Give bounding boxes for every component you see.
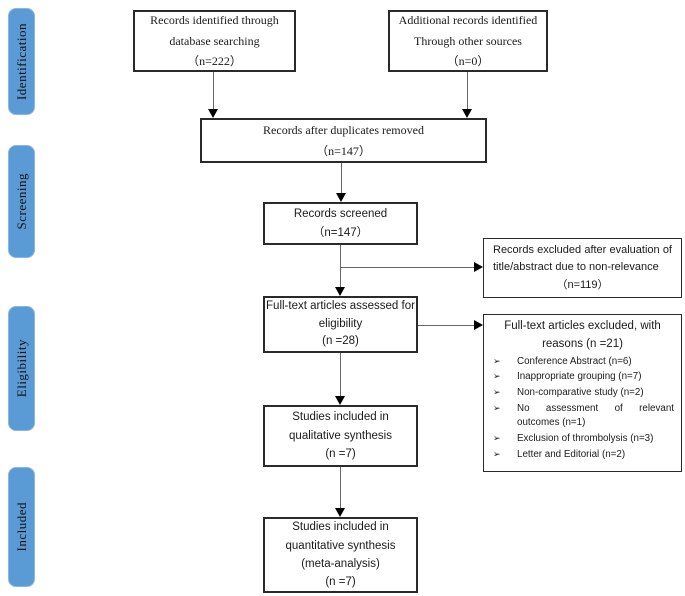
stage-label-screening: Screening (13, 173, 29, 230)
exclusion-reason-text: Exclusion of thrombolysis (n=3) (517, 433, 654, 445)
exclusion-reason-text: Inappropriate grouping (n=7) (517, 371, 642, 383)
connector-db-to-duplicates (213, 72, 214, 109)
box-count-line: （n=147） (312, 226, 369, 239)
arrow-bullet-icon: ➢ (493, 448, 501, 459)
box-text-line: Records screened (293, 207, 388, 220)
box-count-line: (n =7) (325, 448, 356, 461)
stage-label-eligibility: Eligibility (13, 339, 29, 398)
arrow-bullet-icon: ➢ (493, 402, 501, 413)
box-records-identified-database: Records identified through database sear… (133, 10, 296, 72)
connector-qualitative-to-quantitative (340, 467, 341, 508)
box-text-line: Additional records identified (398, 13, 538, 28)
box-fulltext-excluded: Full-text articles excluded, with reason… (483, 314, 682, 472)
box-count-line: （n=0） (446, 54, 490, 69)
exclusion-reason-item: ➢ Letter and Editorial (n=2) (490, 448, 675, 463)
arrowhead-right-icon (474, 262, 483, 272)
exclusion-reason-text: Conference Abstract (n=6) (517, 355, 632, 367)
arrow-bullet-icon: ➢ (493, 371, 501, 382)
connector-screened-to-excluded (340, 267, 474, 268)
connector-fulltext-to-qualitative (340, 353, 341, 396)
exclusion-reason-item: ➢ Exclusion of thrombolysis (n=3) (490, 432, 675, 447)
box-text-line: (meta-analysis) (301, 558, 380, 570)
stage-ribbon-included: Included (8, 467, 35, 587)
box-text-line: Through other sources (414, 33, 522, 48)
box-duplicates-removed: Records after duplicates removed （n=147） (200, 118, 487, 163)
exclusion-reason-item: ➢ Conference Abstract (n=6) (490, 355, 675, 370)
box-text-line: quantitative synthesis (285, 539, 396, 552)
box-qualitative-synthesis: Studies included in qualitative synthesi… (263, 405, 418, 467)
box-fulltext-assessed: Full-text articles assessed for eligibil… (263, 296, 418, 353)
box-title-line: Full-text articles excluded, with (504, 320, 661, 332)
arrowhead-down-icon (335, 508, 345, 517)
box-text-line: Full-text articles assessed for (266, 299, 415, 312)
arrowhead-down-icon (335, 396, 345, 405)
stage-label-identification: Identification (13, 22, 29, 101)
box-text-line: Records identified through (150, 13, 279, 28)
box-count-line: (n =7) (325, 576, 356, 589)
connector-duplicates-to-screened (341, 163, 342, 193)
exclusion-reason-text: Non-comparative study (n=2) (517, 387, 644, 398)
box-text-body: Records excluded after evaluation of tit… (493, 243, 672, 274)
box-title-line: reasons (n =21) (542, 337, 623, 350)
stage-label-included: Included (13, 502, 29, 552)
exclusion-reason-item: ➢ Inappropriate grouping (n=7) (490, 370, 675, 385)
box-quantitative-synthesis: Studies included in quantitative synthes… (263, 517, 418, 593)
arrowhead-down-icon (208, 109, 218, 118)
stage-ribbon-identification: Identification (8, 8, 35, 115)
box-count-line: （n=119） (556, 278, 609, 291)
box-text-line: Studies included in (292, 411, 389, 424)
stage-ribbon-screening: Screening (8, 145, 35, 258)
arrowhead-down-icon (336, 193, 346, 202)
arrowhead-down-icon (335, 287, 345, 296)
box-text-line: eligibility (318, 317, 363, 330)
arrow-bullet-icon: ➢ (493, 433, 501, 444)
box-records-screened: Records screened （n=147） (263, 202, 418, 245)
connector-fulltext-to-excluded (418, 325, 474, 326)
stage-ribbon-eligibility: Eligibility (8, 306, 35, 431)
exclusion-reason-item: ➢ No assessment of relevant outcomes (n=… (490, 402, 675, 431)
box-text-line: Studies included in (292, 521, 389, 534)
exclusion-reasons-list: ➢ Conference Abstract (n=6) ➢ Inappropri… (490, 354, 675, 464)
box-count-line: （n=147） (316, 143, 371, 158)
connector-other-to-duplicates (467, 72, 468, 109)
box-text-line: database searching (169, 33, 260, 48)
box-records-excluded: Records excluded after evaluation of tit… (483, 238, 682, 298)
arrowhead-right-icon (474, 320, 483, 330)
box-text-line: Records after duplicates removed (263, 123, 424, 138)
box-count-line: （n=222） (187, 54, 242, 69)
arrowhead-down-icon (462, 109, 472, 118)
box-additional-records: Additional records identified Through ot… (388, 10, 548, 72)
arrow-bullet-icon: ➢ (493, 387, 501, 397)
connector-screened-to-fulltext (340, 245, 341, 287)
exclusion-reason-item: ➢ Non-comparative study (n=2) (490, 386, 675, 401)
box-text-line: qualitative synthesis (289, 429, 392, 442)
box-count-line: (n =28) (322, 335, 359, 348)
arrow-bullet-icon: ➢ (493, 355, 501, 366)
exclusion-reason-text: Letter and Editorial (n=2) (517, 448, 626, 460)
exclusion-reason-text: No assessment of relevant outcomes (n=1) (517, 402, 674, 429)
